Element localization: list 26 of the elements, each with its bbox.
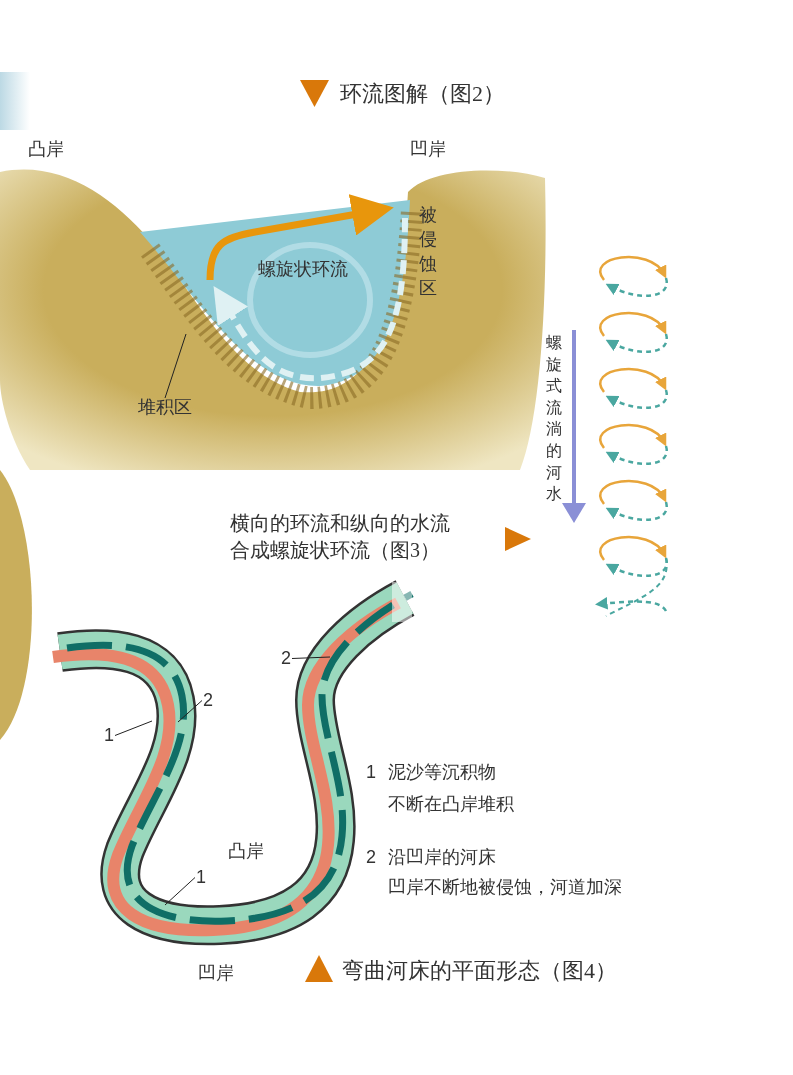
legend-text: 凹岸不断地被侵蚀，河道加深: [388, 876, 622, 899]
figure-caption: 横向的环流和纵向的水流合成螺旋状环流（图3）: [230, 511, 451, 563]
leader-line: [291, 656, 331, 659]
callout-number: 2: [203, 689, 213, 713]
legend-text: 沿凹岸的河床: [388, 846, 496, 869]
vertical-caption: 螺旋式流淌的河水: [546, 333, 563, 505]
bank-label: 凹岸: [198, 962, 234, 985]
callout-number: 1: [104, 724, 114, 748]
figure-title: 环流图解（图2）: [340, 80, 505, 108]
legend-text: 泥沙等沉积物: [388, 761, 496, 784]
leader-line: [177, 700, 203, 723]
zone-label: 被侵蚀区: [419, 204, 438, 300]
callout-number: 2: [281, 647, 291, 671]
flow-label: 螺旋状环流: [258, 258, 348, 281]
leader-line: [114, 720, 153, 736]
leader-line: [164, 877, 196, 906]
zone-label: 堆积区: [138, 396, 192, 420]
bank-label: 凸岸: [28, 138, 64, 161]
legend-number: 1: [366, 761, 376, 784]
bank-label: 凹岸: [410, 138, 446, 161]
figure-title: 弯曲河床的平面形态（图4）: [342, 957, 617, 985]
legend-text: 不断在凸岸堆积: [388, 793, 514, 816]
callout-number: 1: [196, 866, 206, 890]
leader-line: [164, 333, 187, 399]
bank-label: 凸岸: [228, 840, 264, 863]
legend-number: 2: [366, 846, 376, 869]
